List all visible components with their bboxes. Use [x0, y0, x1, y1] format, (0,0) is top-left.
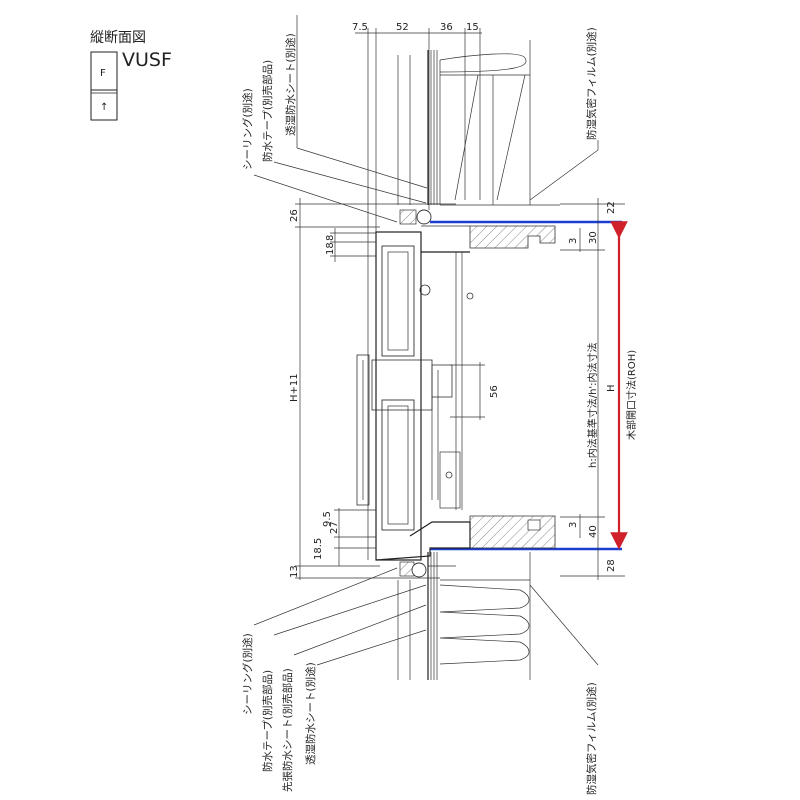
- vent-arrow-icon: ↑: [100, 102, 108, 113]
- dim-52: 52: [396, 22, 409, 33]
- dim-40: 40: [588, 525, 599, 538]
- callout-vapor-film-top: 防湿気密フィルム(別途): [585, 27, 598, 140]
- dim-18-5: 18.5: [313, 538, 324, 560]
- model-code: VUSF: [122, 49, 172, 71]
- dim-27: 27: [329, 521, 340, 534]
- left-dimensions: 26 H+11 13 8 18 9.5 27 18.5: [289, 198, 440, 580]
- drawing-title: 縦断面図: [90, 30, 146, 46]
- window-type-icon: F ↑: [90, 51, 118, 121]
- dim-bottom-3: 3: [568, 522, 579, 528]
- right-dimensions: 22 3 30 3 40 28 h:内法基準寸法/h':内法寸法 H 木部開口寸…: [560, 198, 638, 580]
- lower-wall: [397, 552, 531, 680]
- callout-waterproof-tape-top: 防水テープ(別売部品): [261, 60, 274, 162]
- dim-h-plus-11: H+11: [289, 373, 300, 402]
- dim-8: 8: [325, 235, 336, 241]
- callout-breathable-sheet-top: 透湿防水シート(別途): [284, 33, 297, 136]
- top-dimension-chain: 7.5 52 36 15: [352, 22, 482, 560]
- dim-13: 13: [289, 565, 300, 578]
- window-frame: [356, 225, 474, 578]
- upper-wall: [397, 40, 560, 225]
- dim-9-5: 9.5: [322, 511, 333, 527]
- sill-trim: [469, 515, 556, 549]
- center-dimension: 56: [450, 362, 500, 420]
- backer-rod-bottom: [411, 562, 427, 578]
- dim-30: 30: [588, 231, 599, 244]
- callout-sealing-top: シーリング(別途): [241, 88, 254, 170]
- dim-22: 22: [606, 201, 617, 214]
- roh-label: 木部開口寸法(ROH): [625, 350, 638, 440]
- callout-pre-waterproof-sheet: 先張防水シート(別売部品): [281, 668, 294, 792]
- callout-breathable-sheet-bottom: 透湿防水シート(別途): [304, 662, 317, 765]
- callout-waterproof-tape-bottom: 防水テープ(別売部品): [261, 670, 274, 772]
- dim-15: 15: [466, 22, 479, 33]
- top-callouts: シーリング(別途) 防水テープ(別売部品) 透湿防水シート(別途) 防湿気密フィ…: [241, 15, 599, 223]
- dim-26: 26: [289, 209, 300, 222]
- dim-36: 36: [440, 22, 453, 33]
- dim-7-5: 7.5: [352, 22, 368, 33]
- dim-18: 18: [325, 242, 336, 255]
- dim-56: 56: [489, 385, 500, 398]
- dim-top-3: 3: [568, 238, 579, 244]
- fixed-pane-label: F: [100, 68, 106, 79]
- inner-dimension-label: h:内法基準寸法/h':内法寸法: [586, 342, 599, 468]
- dim-28: 28: [606, 559, 617, 572]
- bottom-callouts: シーリング(別途) 防水テープ(別売部品) 先張防水シート(別売部品) 透湿防水…: [241, 567, 599, 795]
- callout-sealing-bottom: シーリング(別途): [241, 633, 254, 715]
- dim-h: H: [606, 384, 617, 392]
- backer-rod-top: [416, 209, 432, 225]
- head-trim: [469, 225, 556, 249]
- callout-vapor-film-bottom: 防湿気密フィルム(別途): [585, 682, 598, 795]
